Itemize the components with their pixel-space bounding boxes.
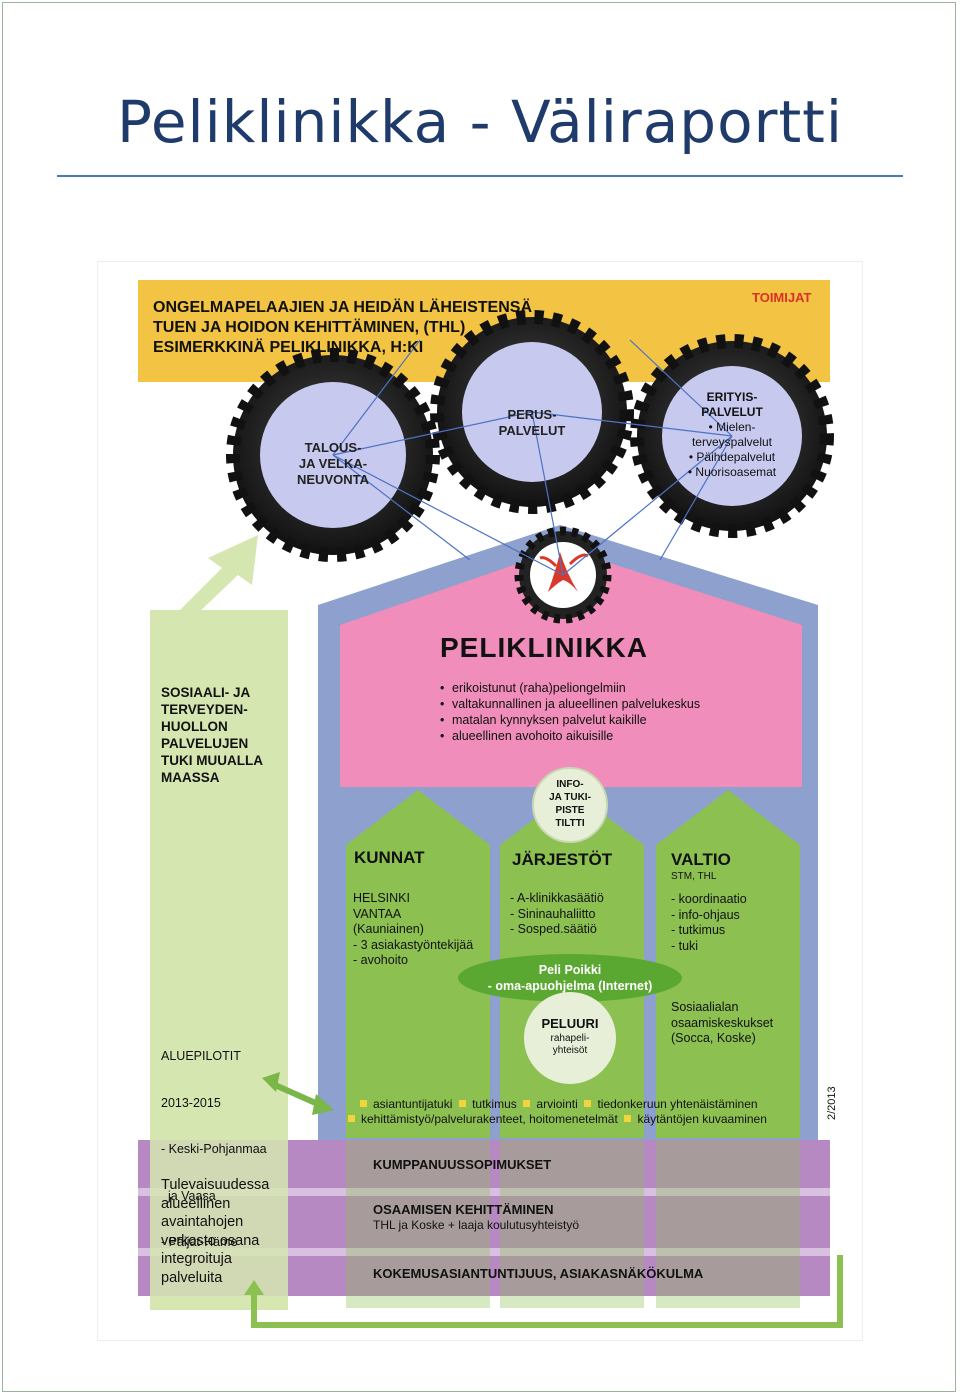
future-line: integroituja (161, 1251, 232, 1267)
valtio-extra: Sosiaalialan (671, 1000, 739, 1014)
activity-item: arviointi (536, 1097, 578, 1111)
left-top-line: TERVEYDEN- (161, 702, 248, 717)
left-top-line: HUOLLON (161, 719, 228, 734)
pilot-line: - Päijät-Häme (161, 1235, 238, 1249)
gear-perus-line: PALVELUT (498, 423, 566, 438)
peluuri-sub: yhteisöt (552, 1045, 588, 1056)
kunnat-title: KUNNAT (354, 848, 425, 867)
return-arrow-icon (251, 1255, 843, 1328)
peliklinikka-bullet: alueellinen avohoito aikuisille (440, 728, 700, 744)
kunnat-item: HELSINKI (353, 891, 410, 905)
gear-erityis-item: Nuorisoasemat (695, 465, 777, 479)
double-arrow-icon (273, 1082, 322, 1108)
valtio-item: - tutkimus (671, 923, 726, 937)
pilot-line: ja Vaasa (161, 1188, 216, 1203)
column-kunnat-shape (346, 790, 490, 1138)
peli-poikki-line: - oma-apuohjelma (Internet) (487, 979, 653, 993)
left-top-line: TUKI MUUALLA (161, 753, 263, 768)
peliklinikka-bullet: matalan kynnyksen palvelut kaikille (440, 712, 700, 728)
activity-item: tiedonkeruun yhtenäistäminen (597, 1097, 758, 1111)
header-title-line: ESIMERKKINÄ PELIKLINIKKA, H:KI (153, 339, 424, 356)
future-line: alueellinen (161, 1195, 231, 1212)
arrow-up-icon (180, 535, 258, 615)
valtio-title: VALTIO (671, 850, 731, 869)
pilot-line: - Keski-Pohjanmaa (161, 1142, 267, 1156)
title-divider (57, 175, 903, 177)
valtio-item: - tuki (671, 938, 699, 953)
gear-erityis-item: Päihdepalvelut (696, 450, 776, 464)
jarjestot-item: - Sininauhaliitto (510, 906, 596, 921)
info-line: PISTE (555, 805, 585, 816)
left-top-line: MAASSA (161, 770, 220, 785)
peli-poikki-line: Peli Poikki (538, 963, 602, 977)
info-line: TILTTI (555, 818, 585, 829)
jarjestot-item: - Sosped.säätiö (510, 922, 597, 936)
gear-talous-line: NEUVONTA (297, 472, 369, 487)
peliklinikka-title: PELIKLINIKKA (440, 632, 648, 663)
gear-talous-line: JA VELKA- (298, 456, 368, 471)
band-kokemus-label: KOKEMUSASIANTUNTIJUUS, ASIAKASNÄKÖKULMA (373, 1266, 704, 1281)
activity-item: käytäntöjen kuvaaminen (637, 1112, 767, 1126)
valtio-subtitle: STM, THL (671, 871, 717, 882)
peli-poikki-shape (458, 954, 682, 1002)
gear-erityis-title: ERITYIS- (706, 390, 758, 404)
toimijat-label: TOIMIJAT (752, 290, 812, 305)
kunnat-item: - 3 asiakastyöntekijää (353, 937, 474, 952)
gear-erityis-item: Mielen- (716, 420, 756, 434)
gear-erityis-item: terveyspalvelut (691, 435, 773, 449)
date-label: 2/2013 (826, 1086, 838, 1120)
activity-item: tutkimus (472, 1097, 517, 1111)
valtio-item: - info-ohjaus (671, 907, 740, 922)
peluuri-sub: rahapeli- (550, 1033, 590, 1044)
kunnat-item: - avohoito (353, 953, 408, 967)
pilot-line: 2013-2015 (161, 1095, 221, 1110)
activity-item: asiantuntijatuki (373, 1097, 453, 1111)
header-title-line: ONGELMAPELAAJIEN JA HEIDÄN LÄHEISTENSÄ (153, 299, 532, 316)
kunnat-item: VANTAA (353, 906, 402, 921)
slide-title: Peliklinikka - Väliraportti (116, 88, 844, 156)
activity-item: kehittämistyö/palvelurakenteet, hoitomen… (361, 1112, 618, 1126)
activities-row: asiantuntijatuki tutkimus arviointi tied… (360, 1096, 758, 1112)
left-top-line: SOSIAALI- JA (161, 685, 251, 700)
jarjestot-title: JÄRJESTÖT (512, 850, 613, 869)
band-kumppanuus-label: KUMPPANUUSSOPIMUKSET (373, 1157, 552, 1172)
peliklinikka-bullet: valtakunnallinen ja alueellinen palveluk… (440, 696, 700, 712)
peliklinikka-bullet: erikoistunut (raha)peliongelmiin (440, 680, 700, 696)
activities-row: kehittämistyö/palvelurakenteet, hoitomen… (348, 1111, 767, 1127)
gear-perus-line: PERUS- (507, 407, 557, 422)
pilot-line: ALUEPILOTIT (161, 1049, 241, 1063)
header-title-line: TUEN JA HOIDON KEHITTÄMINEN, (THL) (153, 319, 466, 336)
band-osaaminen-title: OSAAMISEN KEHITTÄMINEN (373, 1202, 554, 1217)
left-top-line: PALVELUJEN (161, 736, 249, 751)
kunnat-item: (Kauniainen) (353, 922, 424, 936)
future-line: avaintahojen (161, 1214, 244, 1230)
band-osaaminen-sub: THL ja Koske + laaja koulutusyhteistyö (373, 1218, 579, 1232)
valtio-item: - koordinaatio (671, 892, 747, 906)
peluuri-title: PELUURI (541, 1016, 599, 1031)
gear-erityis-title: PALVELUT (701, 405, 763, 419)
gear-talous-line: TALOUS- (304, 440, 362, 455)
info-line: JA TUKI- (549, 792, 591, 803)
info-line: INFO- (556, 779, 584, 790)
valtio-extra: (Socca, Koske) (671, 1031, 756, 1045)
future-line: palveluita (161, 1269, 223, 1286)
future-line: Tulevaisuudessa (161, 1177, 270, 1193)
jarjestot-item: - A-klinikkasäätiö (510, 891, 604, 905)
peluuri-circle (524, 992, 616, 1084)
column-valtio-shape (656, 790, 800, 1138)
valtio-extra: osaamiskeskukset (671, 1015, 774, 1030)
future-line: verkosto osana (161, 1232, 260, 1249)
info-circle (532, 767, 608, 843)
